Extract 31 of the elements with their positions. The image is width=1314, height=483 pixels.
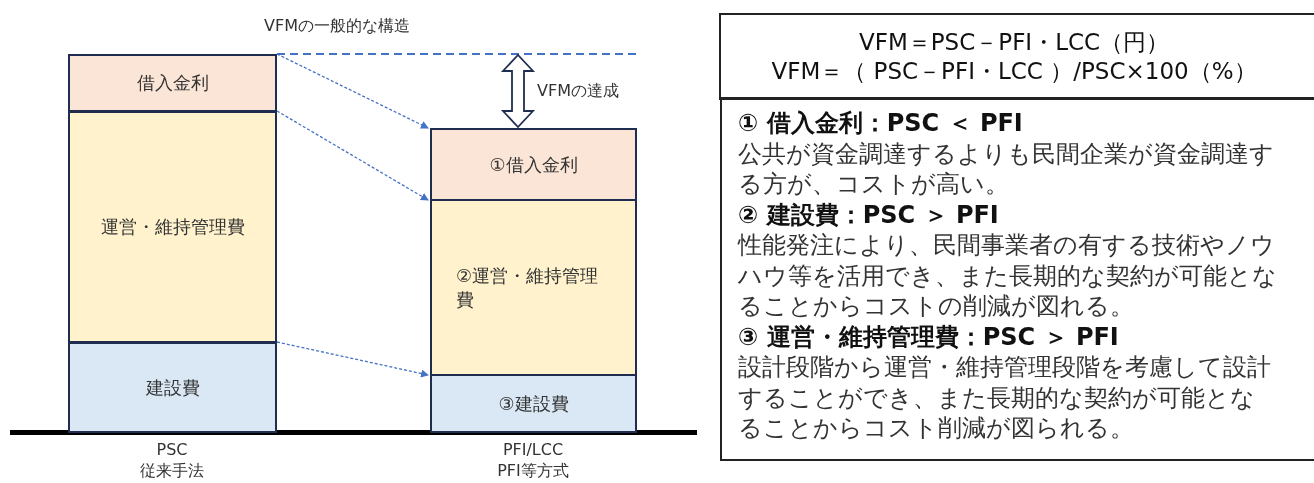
item-description: 公共が資金調達するよりも民間企業が資金調達する方が、コストが高い。 [738,138,1275,200]
cost-segment [68,342,277,433]
item-heading: ③ 運営・維持管理費：PSC ＞ PFI [738,321,1120,352]
diagram-title: VFMの一般的な構造 [264,16,410,37]
arrow [276,110,429,201]
arrow [276,53,429,129]
cost-segment [430,199,637,376]
segment-label: ②運営・維持管理費 [456,263,600,312]
formula: VFM＝（ PSC－PFI・LCC ）/PSC×100（%） [771,56,1257,86]
segment-label: ①借入金利 [489,152,578,177]
arrow [276,341,429,378]
formula: VFM＝PSC－PFI・LCC（円） [858,27,1170,57]
annotation-label: VFMの達成 [537,81,619,102]
item-heading: ① 借入金利：PSC ＜ PFI [738,108,1024,139]
segment-label: 建設費 [145,375,200,400]
segment-label: 運営・維持管理費 [100,215,245,239]
explanation-box [720,97,1314,461]
column-label: 従来手法 [140,461,204,482]
formula-box [719,13,1314,100]
cost-segment [430,374,637,433]
column-label: PFI/LCC [502,440,564,459]
cost-segment [68,54,277,112]
column-label: PFI等方式 [497,461,569,482]
cost-segment [430,128,637,201]
item-description: 性能発注により、民間事業者の有する技術やノウハウ等を活用でき、また長期的な契約が可能となることからコストの削減が図れる。 [738,230,1278,322]
segment-label: ③建設費 [498,391,569,416]
item-description: 設計段階から運営・維持管理段階を考慮して設計することができ、また長期的な契約が可能となることからコスト削減が図られる。 [738,352,1272,444]
item-heading: ② 建設費：PSC ＞ PFI [738,199,1000,230]
cost-segment [68,111,277,343]
segment-label: 借入金利 [136,71,209,95]
column-label: PSC [156,440,188,459]
